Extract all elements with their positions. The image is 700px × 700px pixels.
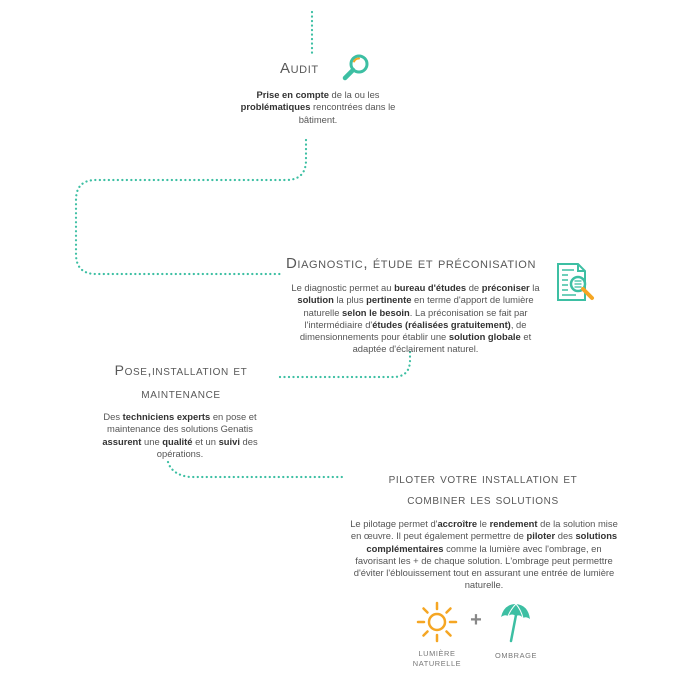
path-pose-to-piloter — [166, 460, 347, 479]
diagnostic-title: Diagnostic, étude et préconisation — [286, 255, 536, 272]
piloter-text: Le pilotage permet d'accroître le rendem… — [350, 518, 618, 592]
path-diagnostic-to-pose — [276, 350, 412, 379]
text-run: et un — [192, 435, 219, 447]
piloter-title-line1: piloter votre installation et — [388, 470, 578, 486]
text-run: de la ou les — [328, 89, 380, 100]
text-run: en terme d'apport de lumière naturelle — [303, 294, 534, 318]
audit-text: Prise en compte de la ou les problématiq… — [238, 89, 398, 126]
emphasis-text: solutions complémentaires — [366, 530, 618, 554]
shade-label: OMBRAGE — [495, 651, 537, 660]
text-run: de la solution mise en œuvre. Il peut ég… — [350, 518, 618, 542]
plus-sign: + — [470, 609, 482, 631]
path-audit-to-diagnostic — [74, 138, 308, 276]
text-run: Le diagnostic permet au — [291, 282, 395, 293]
text-run: le — [477, 518, 490, 529]
text-run: comme la lumière avec l'ombrage, en favo… — [353, 542, 615, 591]
text-run: , de dimensionnements pour établir une — [299, 318, 527, 343]
text-run: et adaptée d'éclairement naturel. — [352, 331, 532, 355]
emphasis-text: techniciens experts — [122, 411, 211, 422]
sun-label-line2: NATURELLE — [412, 659, 462, 668]
sun-label-line1: LUMIÈRE — [418, 649, 456, 658]
emphasis-text: accroître — [437, 518, 478, 529]
text-run: en pose et maintenance des solutions Gen… — [107, 411, 257, 435]
text-run: de — [466, 282, 482, 293]
emphasis-text: suivi — [218, 435, 240, 447]
pose-title-line1: Pose,installation et — [114, 362, 248, 378]
emphasis-text: solution globale — [448, 331, 521, 343]
text-run: des opérations. — [156, 435, 258, 459]
piloter-title-line2: combiner les solutions — [407, 491, 559, 507]
text-run: la plus — [333, 294, 367, 306]
text-run: la — [529, 282, 540, 293]
parasol-icon — [501, 603, 530, 643]
emphasis-text: études (réalisées gratuitement) — [372, 318, 511, 330]
emphasis-text: Prise en compte — [256, 89, 329, 100]
emphasis-text: solution — [297, 294, 334, 306]
emphasis-text: problématiques — [240, 101, 311, 113]
pose-text: Des techniciens experts en pose et maint… — [96, 411, 264, 460]
audit-title: Audit — [280, 60, 319, 77]
emphasis-text: rendement — [489, 518, 538, 529]
emphasis-text: piloter — [526, 530, 556, 542]
emphasis-text: selon le besoin — [342, 306, 410, 318]
emphasis-text: bureau d'études — [394, 282, 467, 293]
text-run: Des — [103, 411, 123, 422]
emphasis-text: pertinente — [366, 294, 412, 306]
emphasis-text: assurent — [102, 435, 142, 447]
emphasis-text: préconiser — [481, 282, 530, 293]
sun-icon — [416, 601, 458, 643]
text-run: des — [555, 530, 576, 542]
text-run: rencontrées dans le bâtiment. — [298, 101, 396, 125]
emphasis-text: qualité — [162, 435, 193, 447]
text-run: une — [141, 435, 163, 447]
text-run: . La préconisation se fait par l'intermé… — [304, 306, 528, 330]
magnifier-icon — [342, 54, 369, 81]
document-search-icon — [557, 263, 594, 301]
diagnostic-text: Le diagnostic permet au bureau d'études … — [283, 282, 548, 356]
text-run: Le pilotage permet d' — [350, 518, 438, 529]
pose-title-line2: maintenance — [141, 385, 221, 401]
